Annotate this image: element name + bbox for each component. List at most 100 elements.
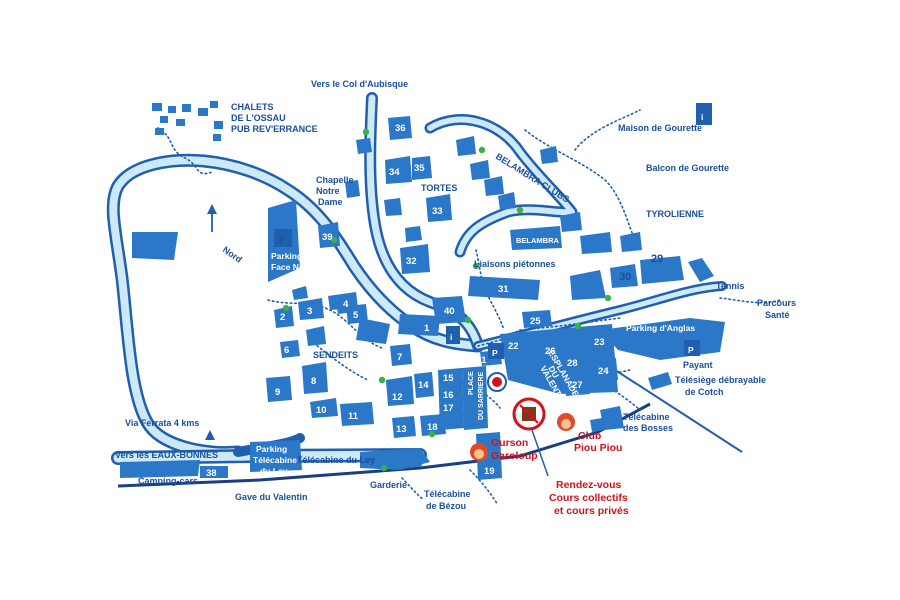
label-club-piou-piou: Piou Piou	[574, 442, 622, 454]
label-tortes: TORTES	[421, 183, 457, 193]
label-maison-gourette: Maison de Gourette	[618, 123, 702, 133]
building-number: 19	[484, 466, 495, 477]
building-numbers: 36 34 35 33 32 39 31 40 1 2 3 4 5 6 7 8 …	[206, 123, 663, 479]
label-32bis: 32bis	[388, 231, 407, 247]
building-number: 27	[572, 380, 583, 391]
building-number: 28	[567, 358, 578, 369]
label-parking-telecabine-ley: Parking	[256, 444, 287, 454]
label-chapelle: Notre	[316, 186, 340, 196]
building-number: 15	[443, 373, 454, 384]
label-tyrolienne: TYROLIENNE	[646, 209, 704, 219]
label-parking-telecabine-ley: du Ley	[260, 466, 288, 476]
parking-nord-lot	[132, 232, 178, 260]
parking-sign-anglas: P	[684, 340, 700, 356]
building-number: 30	[619, 271, 631, 283]
cable-rendez-vous	[531, 429, 549, 477]
building-number: 17	[443, 403, 454, 414]
label-place-sarriere: PLACE	[468, 371, 475, 395]
river-gave	[117, 402, 651, 488]
building-number: 4	[343, 299, 349, 310]
label-parking-telecabine-ley: Télécabine	[253, 455, 297, 465]
ski-school-logo	[487, 372, 507, 392]
building-number: 25	[530, 316, 541, 327]
label-rendez-vous: et cours privés	[554, 505, 629, 517]
label-telecabine-bezou: de Bézou	[426, 501, 466, 511]
building-number: 9	[275, 387, 280, 398]
label-club-piou-piou: Club	[578, 430, 601, 442]
svg-text:i: i	[701, 112, 703, 122]
label-belambra: BELAMBRA	[516, 236, 559, 245]
label-parking-anglas: Parking d'Anglas	[626, 323, 695, 333]
label-telecabine-ley: Télécabine du Ley	[297, 455, 375, 465]
label-col-aubisque: Vers le Col d'Aubisque	[311, 79, 408, 89]
rendez-vous-marker-icon	[512, 397, 546, 431]
building-number: 7	[397, 352, 402, 363]
building-number: 31	[498, 284, 509, 295]
label-gave-valentin: Gave du Valentin	[235, 492, 308, 502]
building-number: 38	[206, 468, 217, 479]
via-ferrata-arrow-icon	[205, 430, 215, 440]
building-number: 29	[651, 253, 663, 265]
cable-telesiege-cotch	[611, 367, 743, 453]
info-sign-center: i	[446, 326, 460, 344]
svg-text:P: P	[492, 348, 498, 358]
label-parcours-sante: Parcours	[757, 298, 796, 308]
main-road	[106, 153, 485, 460]
label-chalets: PUB REV'ERRANCE	[231, 124, 318, 134]
parking-telecabine-ley-area	[250, 440, 302, 472]
building-number: 26	[545, 346, 556, 357]
building-number: 16	[443, 390, 454, 401]
label-telecabine-bosses: Télécabine	[623, 412, 670, 422]
label-tennis: Tennis	[716, 281, 744, 291]
label-parcours-sante: Santé	[765, 310, 790, 320]
buildings	[152, 101, 714, 480]
mascot-piou-piou-icon	[557, 413, 575, 431]
label-camping-cars: Camping-cars	[138, 476, 198, 486]
label-garderie: Garderie	[370, 480, 407, 490]
building-number: 2	[280, 312, 285, 323]
building-number: 10	[316, 405, 327, 416]
label-ourson-garoloup: Garoloup	[491, 450, 538, 462]
building-number: 24	[598, 366, 609, 377]
north-arrow-icon	[207, 204, 217, 232]
label-ourson-garoloup: Ourson	[491, 437, 528, 449]
building-number: 3	[307, 306, 312, 317]
label-via-ferrata: Via Ferrata 4 kms	[125, 418, 199, 428]
building-number: 12	[392, 392, 403, 403]
label-telesiege: Télésiège débrayable	[675, 375, 766, 385]
label-chapelle: Chapelle	[316, 175, 354, 185]
label-nord: Nord	[221, 244, 244, 264]
label-chapelle: Dame	[318, 197, 343, 207]
label-rendez-vous: Cours collectifs	[549, 492, 628, 504]
building-number: 1	[424, 323, 430, 334]
label-parking-face-nord: Parking	[271, 251, 302, 261]
building-number: 8	[311, 376, 316, 387]
building-number: 34	[389, 167, 400, 178]
label-telecabine-bosses: des Bosses	[623, 423, 673, 433]
building-number: 35	[414, 163, 425, 174]
camping-cars-lot	[120, 460, 200, 478]
building-number: 13	[396, 424, 407, 435]
info-sign-maison: i	[696, 103, 712, 125]
building-number: 32	[406, 256, 417, 267]
parking-sign-esplanade: P	[488, 343, 504, 359]
label-telecabine-bezou: Télécabine	[424, 489, 471, 499]
label-balcon-gourette: Balcon de Gourette	[646, 163, 729, 173]
building-number: 23	[594, 337, 605, 348]
label-rendez-vous: Rendez-vous	[556, 479, 622, 491]
building-number: 22	[508, 341, 519, 352]
building-number: 36	[395, 123, 406, 134]
trees	[282, 128, 612, 472]
label-eaux-bonnes: Vers les EAUX-BONNES	[115, 450, 218, 460]
building-number: 6	[284, 345, 289, 356]
building-number: 14	[418, 380, 429, 391]
label-payant: Payant	[683, 360, 713, 370]
label-chalets: DE L'OSSAU	[231, 113, 286, 123]
building-number: 39	[322, 232, 333, 243]
label-place-sarriere: DU SARRIERE	[478, 371, 485, 420]
parking-sign-face-nord: P	[274, 229, 292, 247]
building-number: 11	[348, 411, 359, 422]
label-liaisons: Liaisons piétonnes	[474, 259, 556, 269]
label-telesiege: de Cotch	[685, 387, 724, 397]
